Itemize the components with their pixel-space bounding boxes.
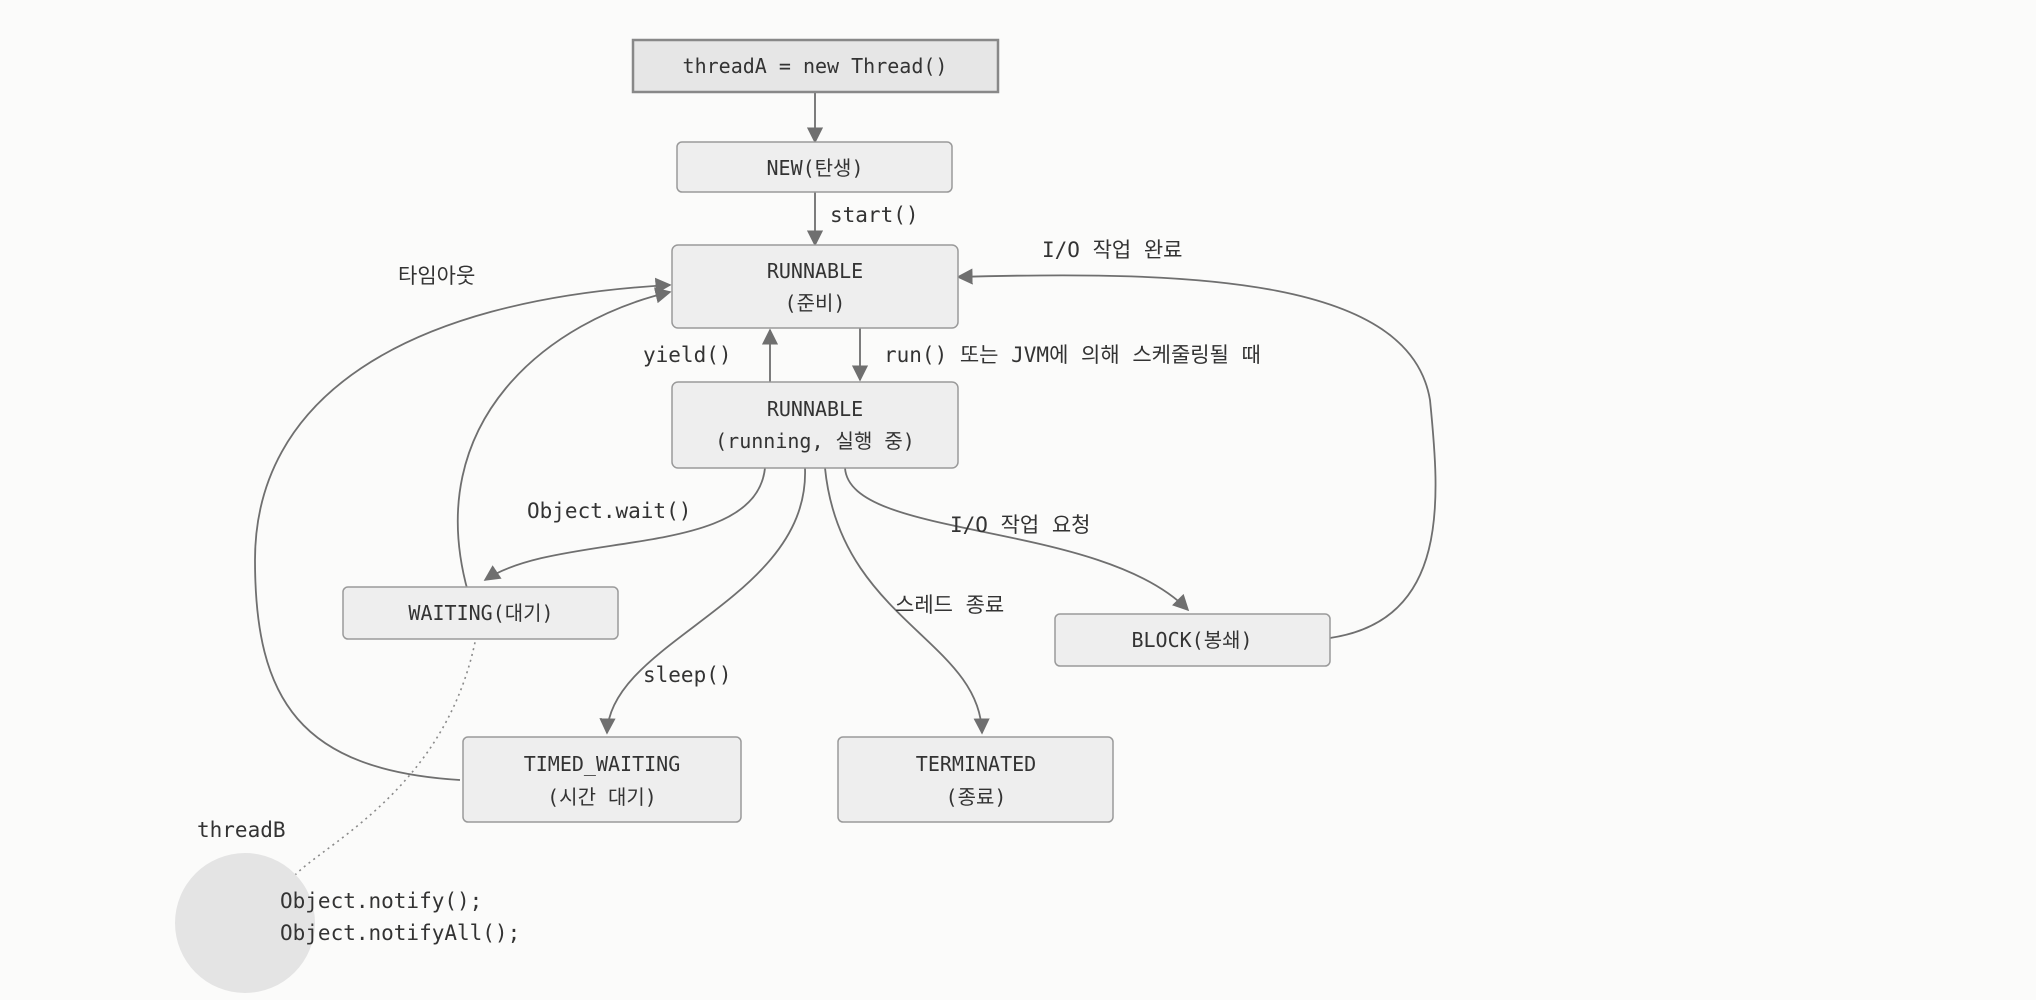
node-waiting-label: WAITING(대기) xyxy=(408,601,553,625)
edge-terminate xyxy=(824,467,990,735)
node-start-label: threadA = new Thread() xyxy=(683,54,948,78)
node-timed-waiting: TIMED_WAITING (시간 대기) xyxy=(462,736,742,823)
threadb-label: threadB xyxy=(197,818,286,842)
node-waiting: WAITING(대기) xyxy=(342,586,619,640)
edge-io-done xyxy=(956,268,1437,639)
edge-label-run: run() 또는 JVM에 의해 스케줄링될 때 xyxy=(884,343,1261,367)
edge-label-io-done: I/O 작업 완료 xyxy=(1042,238,1183,262)
threadb-call-notifyall: Object.notifyAll(); xyxy=(280,921,520,945)
node-terminated-line2: (종료) xyxy=(946,785,1007,809)
node-runnable-ready-line1: RUNNABLE xyxy=(767,259,863,283)
edge-sleep xyxy=(599,467,806,735)
edge-label-thread-end: 스레드 종료 xyxy=(895,593,1004,617)
node-start: threadA = new Thread() xyxy=(631,38,1000,94)
node-block: BLOCK(봉쇄) xyxy=(1054,613,1331,667)
edge-notify xyxy=(294,610,485,876)
threadb-call-notify: Object.notify(); xyxy=(280,889,482,913)
node-terminated-line1: TERMINATED xyxy=(916,752,1036,776)
edge-timeout xyxy=(254,277,672,781)
edge-label-sleep: sleep() xyxy=(643,663,732,687)
node-runnable-running-line2: (running, 실행 중) xyxy=(715,429,915,453)
node-new-label: NEW(탄생) xyxy=(766,156,863,180)
node-runnable-running-line1: RUNNABLE xyxy=(767,397,863,421)
edge-label-timeout: 타임아웃 xyxy=(398,264,475,288)
edge-io-request xyxy=(844,467,1190,612)
edge-label-start: start() xyxy=(830,203,919,227)
node-runnable-ready-line2: (준비) xyxy=(785,291,846,315)
edge-label-wait: Object.wait() xyxy=(527,499,691,523)
node-timed-waiting-line1: TIMED_WAITING xyxy=(524,752,681,776)
node-runnable-ready: RUNNABLE (준비) xyxy=(671,244,959,329)
node-new: NEW(탄생) xyxy=(676,141,953,193)
edge-wait xyxy=(483,467,766,581)
edge-label-io-request: I/O 작업 요청 xyxy=(950,513,1091,537)
threadb-circle xyxy=(175,853,315,993)
edge-waiting-return xyxy=(456,287,672,593)
node-runnable-running: RUNNABLE (running, 실행 중) xyxy=(671,381,959,469)
node-block-label: BLOCK(봉쇄) xyxy=(1131,628,1252,652)
node-timed-waiting-line2: (시간 대기) xyxy=(547,785,657,809)
edge-label-yield: yield() xyxy=(643,343,732,367)
node-terminated: TERMINATED (종료) xyxy=(837,736,1114,823)
